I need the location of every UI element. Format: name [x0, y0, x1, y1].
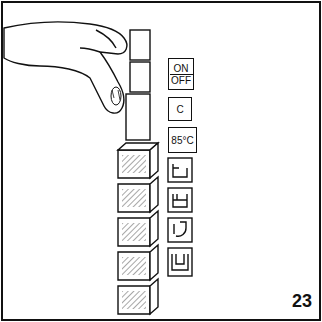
button-label: 85°C: [170, 135, 196, 146]
figure-number: 23: [292, 291, 312, 312]
button-label: OFF: [170, 74, 193, 86]
icon-boxes: [168, 158, 192, 276]
hand: [4, 22, 127, 113]
button-label: C: [170, 104, 191, 115]
button-label: ON: [170, 63, 193, 74]
switch-label: ONOFF: [168, 58, 194, 90]
temperature-label: 85°C: [168, 127, 197, 153]
frame: [2, 2, 320, 320]
switch-label: C: [168, 97, 192, 121]
button-column: [118, 30, 158, 314]
